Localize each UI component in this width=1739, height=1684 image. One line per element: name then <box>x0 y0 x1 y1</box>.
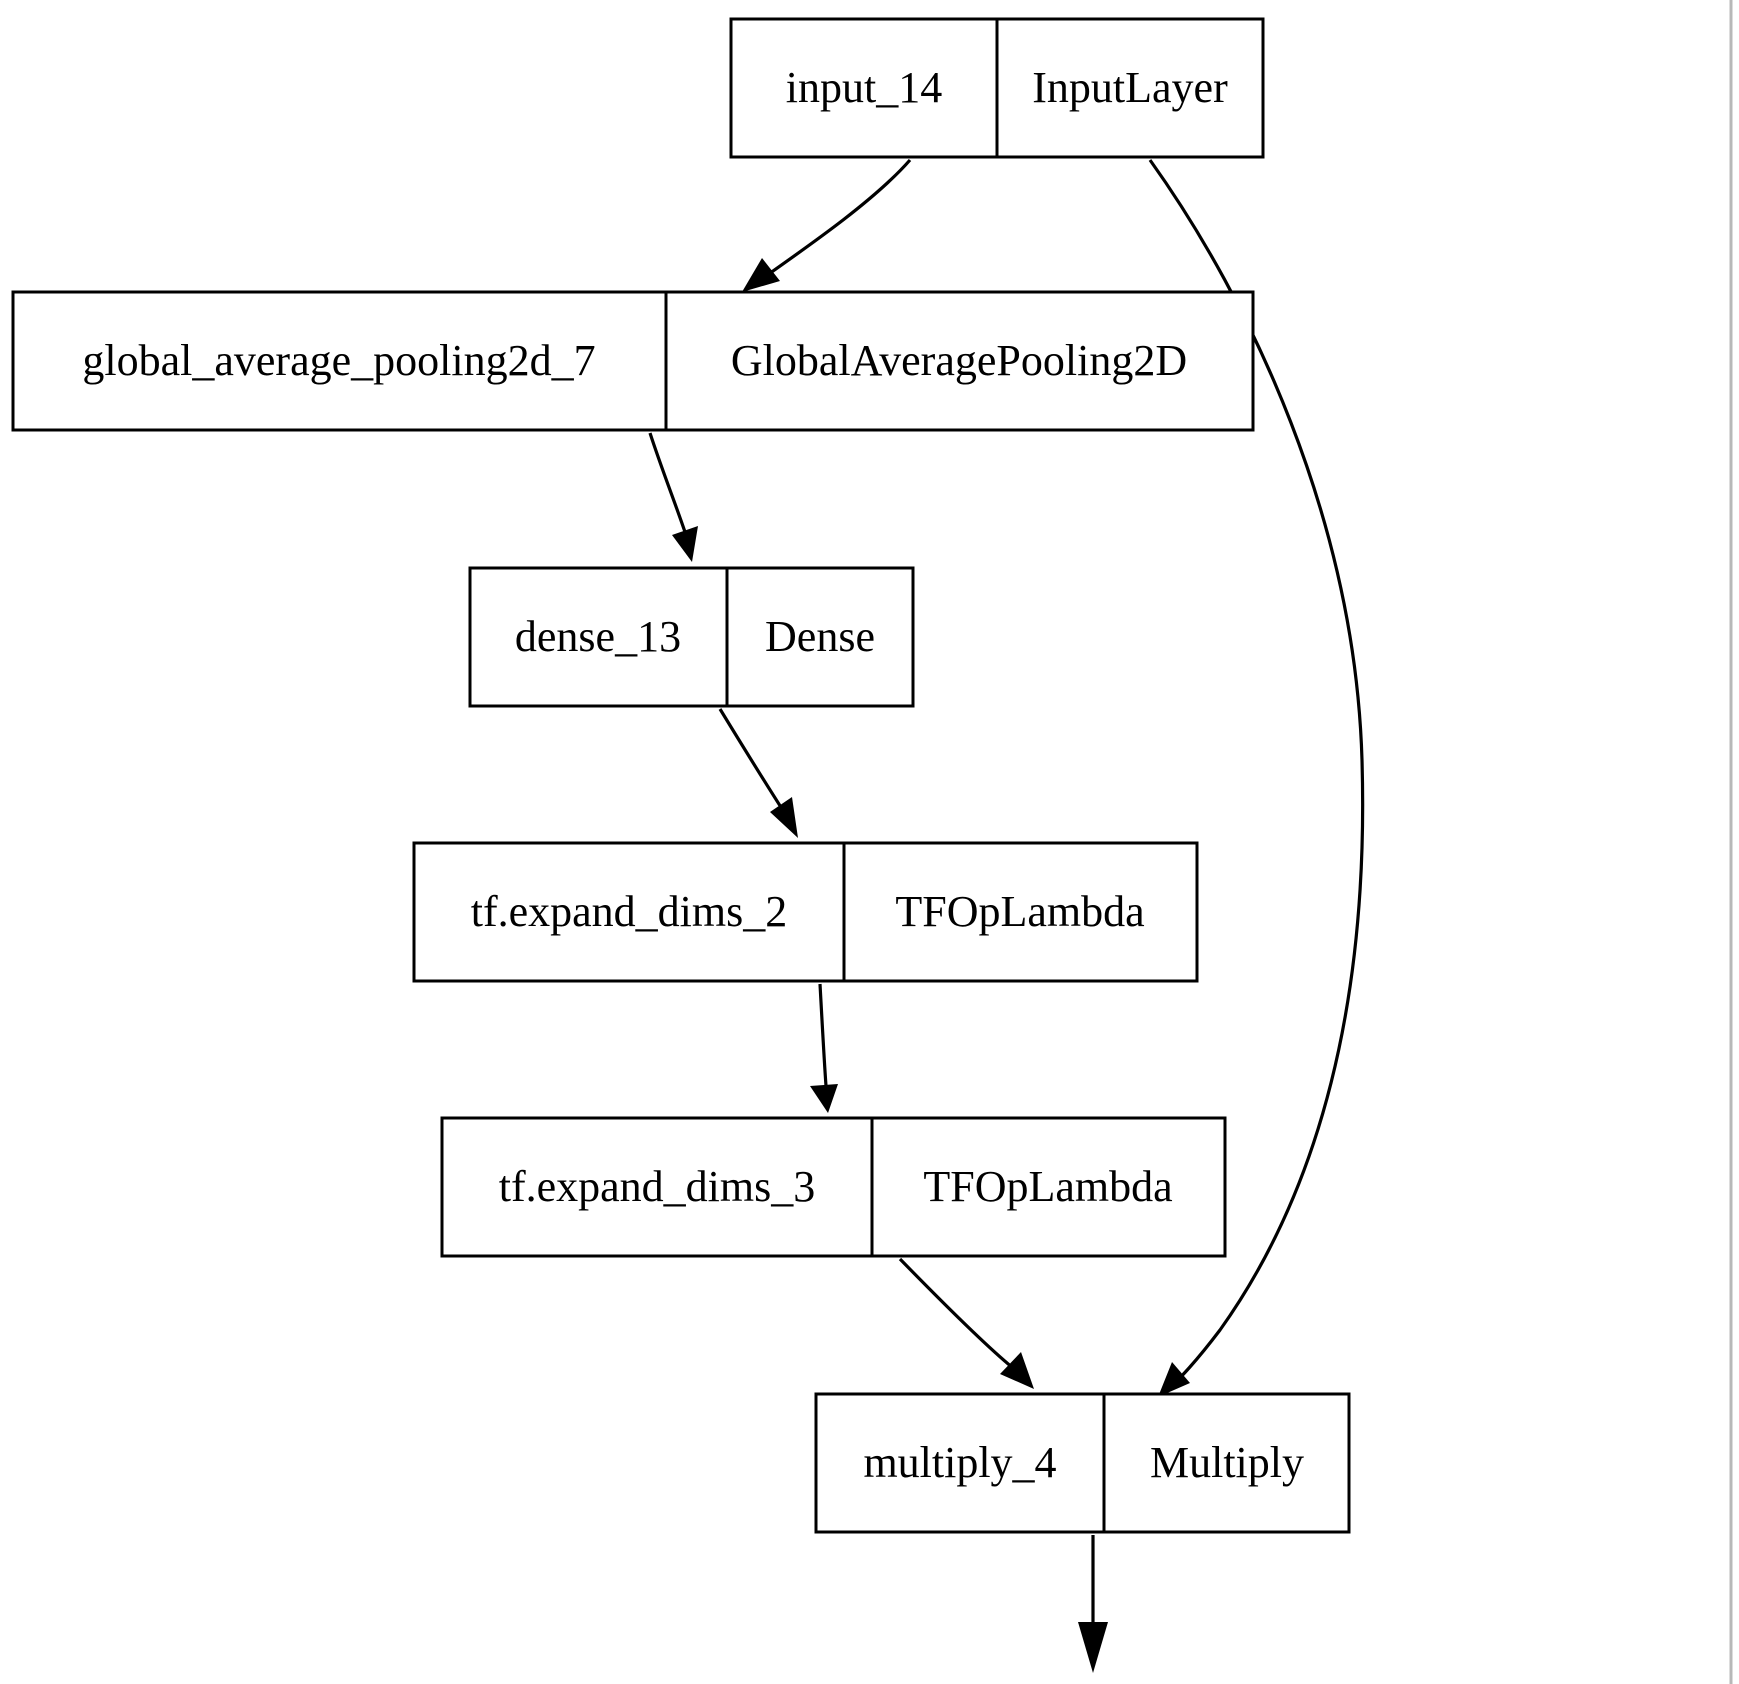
node-global-average-pooling2d-7[interactable]: global_average_pooling2d_7 GlobalAverage… <box>11 290 1255 432</box>
node-tf-expand-dims-3-name: tf.expand_dims_3 <box>499 1162 816 1211</box>
node-input-14[interactable]: input_14 InputLayer <box>729 17 1265 159</box>
node-multiply-4-box[interactable] <box>814 1392 1351 1534</box>
edge-input14-to-multiply4 <box>1148 159 1365 1397</box>
node-dense-13-name: dense_13 <box>515 612 681 661</box>
node-dense-13-class: Dense <box>765 612 875 661</box>
node-input-14-class: InputLayer <box>1032 63 1228 112</box>
edge-input14-to-globalaveragepooling2d7 <box>742 158 912 292</box>
edge-globalaveragepooling2d7-to-dense13 <box>648 432 698 562</box>
node-tf-expand-dims-3-class: TFOpLambda <box>923 1162 1172 1211</box>
node-multiply-4-class: Multiply <box>1150 1438 1304 1487</box>
node-tf-expand-dims-3[interactable]: tf.expand_dims_3 TFOpLambda <box>440 1116 1227 1258</box>
edge-dense13-to-tfexpanddims2 <box>718 708 798 838</box>
node-tf-expand-dims-2-box[interactable] <box>412 841 1199 983</box>
node-dense-13-box[interactable] <box>468 566 915 708</box>
edge-tfexpanddims3-to-multiply4 <box>898 1257 1034 1389</box>
edge-tfexpanddims2-to-tfexpanddims3 <box>810 983 838 1113</box>
node-dense-13[interactable]: dense_13 Dense <box>468 566 915 708</box>
node-global-average-pooling2d-7-name: global_average_pooling2d_7 <box>82 336 595 385</box>
node-tf-expand-dims-2[interactable]: tf.expand_dims_2 TFOpLambda <box>412 841 1199 983</box>
node-tf-expand-dims-2-class: TFOpLambda <box>895 887 1144 936</box>
node-multiply-4[interactable]: multiply_4 Multiply <box>814 1392 1351 1534</box>
node-tf-expand-dims-3-box[interactable] <box>440 1116 1227 1258</box>
node-multiply-4-name: multiply_4 <box>863 1438 1056 1487</box>
node-global-average-pooling2d-7-class: GlobalAveragePooling2D <box>731 336 1187 385</box>
node-global-average-pooling2d-7-box[interactable] <box>11 290 1255 432</box>
edge-multiply4-to-output <box>1078 1535 1108 1673</box>
node-tf-expand-dims-2-name: tf.expand_dims_2 <box>471 887 788 936</box>
node-input-14-name: input_14 <box>786 63 942 112</box>
